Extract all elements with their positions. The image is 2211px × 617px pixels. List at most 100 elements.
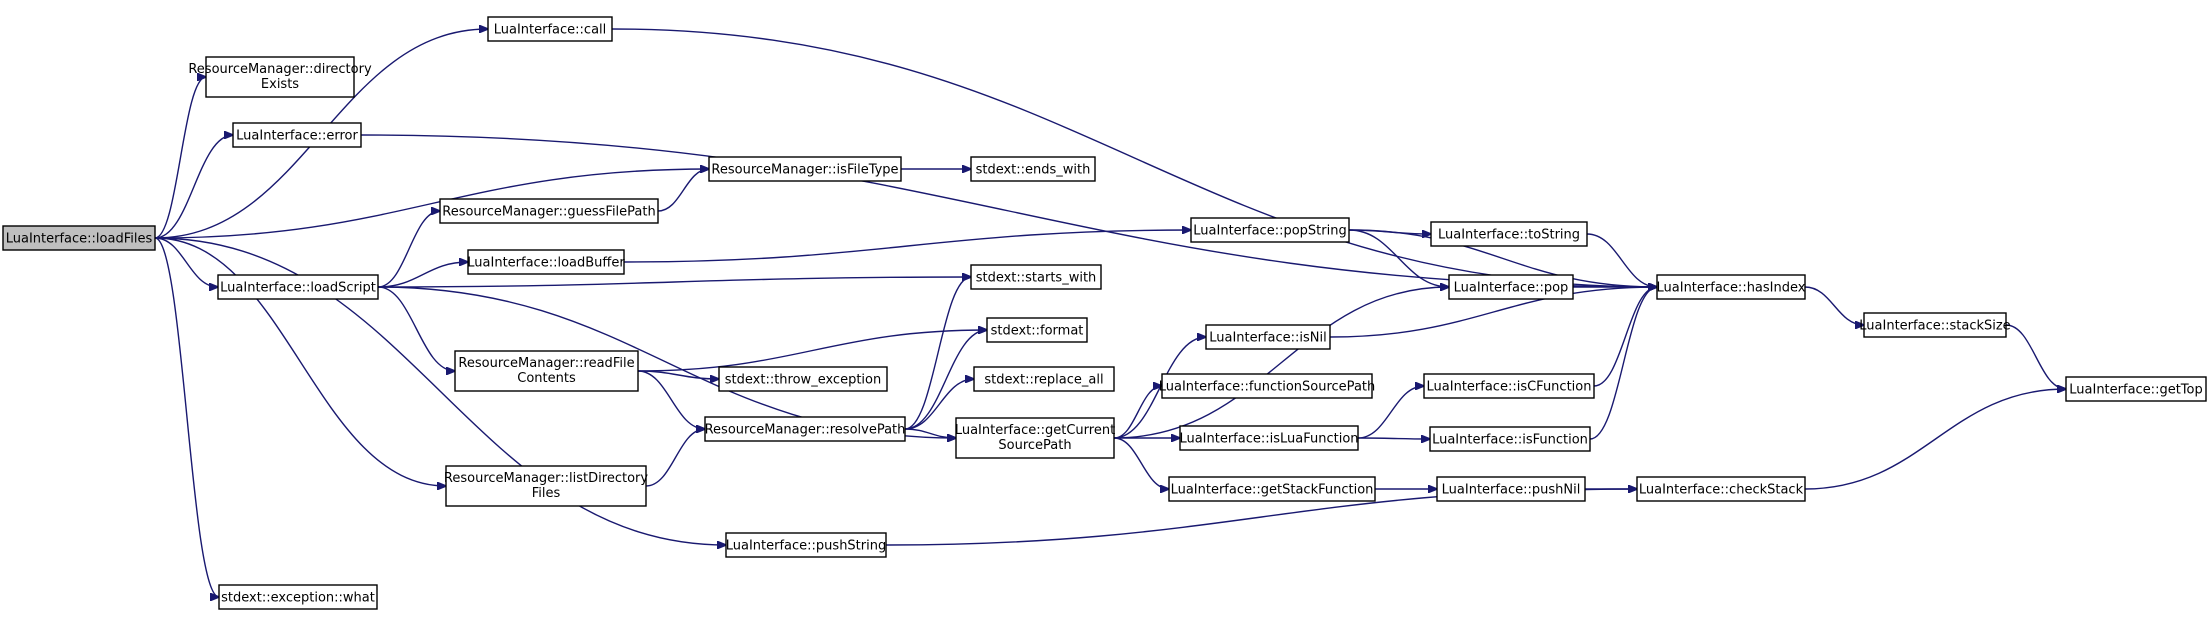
node-label-funcSourcePath-0: LuaInterface::functionSourcePath [1159,380,1376,395]
node-isLuaFunction[interactable]: LuaInterface::isLuaFunction [1179,425,1359,451]
node-call[interactable]: LuaInterface::call [487,16,613,42]
node-label-readFile-0: ResourceManager::readFile [458,356,634,371]
node-box-format [986,317,1088,343]
node-label-toString-0: LuaInterface::toString [1438,228,1580,243]
node-label-format-0: stdext::format [991,324,1084,339]
node-label-loadFiles-0: LuaInterface::loadFiles [6,232,153,247]
node-guessFilePath[interactable]: ResourceManager::guessFilePath [439,198,659,224]
node-label-isFileType-0: ResourceManager::isFileType [711,163,898,178]
node-replaceAll[interactable]: stdext::replace_all [973,366,1115,392]
node-label-guessFilePath-0: ResourceManager::guessFilePath [442,205,655,220]
node-box-loadScript [217,274,379,300]
node-box-isFunction [1429,426,1591,452]
node-pushNil[interactable]: LuaInterface::pushNil [1436,476,1586,502]
node-box-throwException [718,366,888,392]
node-isFunction[interactable]: LuaInterface::isFunction [1429,426,1591,452]
node-stackSize[interactable]: LuaInterface::stackSize [1859,312,2011,338]
edge-isFunction-to-hasIndex [1589,287,1657,440]
node-box-readFile [454,350,639,392]
edge-popString-to-hasIndex [1348,229,1657,287]
node-box-endsWith [970,156,1096,182]
node-label-hasIndex-0: LuaInterface::hasIndex [1657,281,1806,296]
node-resolvePath[interactable]: ResourceManager::resolvePath [704,416,906,442]
node-box-loadFiles [2,225,156,251]
node-popString[interactable]: LuaInterface::popString [1190,217,1350,243]
node-label-throwException-0: stdext::throw_exception [725,373,881,388]
node-exceptionWhat[interactable]: stdext::exception::what [218,584,378,610]
node-funcSourcePath[interactable]: LuaInterface::functionSourcePath [1159,373,1376,399]
edge-getCurrentSourcePath-to-getStackFunction [1113,437,1169,489]
node-label-getTop-0: LuaInterface::getTop [2069,383,2202,398]
edge-resolvePath-to-getCurrentSourcePath [904,428,956,438]
edge-isCFunction-to-hasIndex [1593,287,1657,387]
edge-loadBuffer-to-popString [623,230,1191,263]
edge-layer [154,28,2066,597]
node-box-checkStack [1636,476,1806,502]
node-box-replaceAll [973,366,1115,392]
edge-loadScript-to-readFile [377,286,455,371]
edge-popString-to-pop [1348,229,1449,287]
node-label-stackSize-0: LuaInterface::stackSize [1859,319,2010,334]
node-label-endsWith-0: stdext::ends_with [976,163,1091,178]
node-box-getStackFunction [1168,476,1376,502]
node-label-listDirFiles-0: ResourceManager::listDirectory [444,471,648,486]
edge-getCurrentSourcePath-to-pop [1113,287,1449,439]
node-box-getTop [2065,376,2207,402]
node-label-isCFunction-0: LuaInterface::isCFunction [1427,380,1592,395]
node-loadBuffer[interactable]: LuaInterface::loadBuffer [467,249,625,275]
node-pop[interactable]: LuaInterface::pop [1448,274,1574,300]
node-label-loadBuffer-0: LuaInterface::loadBuffer [467,256,625,271]
node-label-readFile-1: Contents [517,371,576,386]
node-isNil[interactable]: LuaInterface::isNil [1205,324,1331,350]
node-label-error-0: LuaInterface::error [236,129,358,144]
node-label-dirExists-1: Exists [261,77,299,92]
node-label-pop-0: LuaInterface::pop [1454,281,1569,296]
node-isFileType[interactable]: ResourceManager::isFileType [708,156,902,182]
node-label-startsWith-0: stdext::starts_with [976,271,1097,286]
node-box-pop [1448,274,1574,300]
edge-loadFiles-to-listDirFiles [154,237,446,486]
node-label-listDirFiles-1: Files [532,486,561,501]
node-getTop[interactable]: LuaInterface::getTop [2065,376,2207,402]
node-box-isCFunction [1423,373,1595,399]
node-box-popString [1190,217,1350,243]
node-endsWith[interactable]: stdext::ends_with [970,156,1096,182]
node-box-toString [1430,221,1588,247]
node-label-getCurrentSourcePath-1: SourcePath [998,438,1071,453]
edge-loadScript-to-guessFilePath [377,211,440,288]
edge-call-to-hasIndex [611,28,1657,287]
node-label-getCurrentSourcePath-0: LuaInterface::getCurrent [955,423,1115,438]
node-format[interactable]: stdext::format [986,317,1088,343]
edge-readFile-to-resolvePath [637,370,705,429]
node-throwException[interactable]: stdext::throw_exception [718,366,888,392]
edge-loadFiles-to-exceptionWhat [154,237,219,597]
node-box-exceptionWhat [218,584,378,610]
node-checkStack[interactable]: LuaInterface::checkStack [1636,476,1806,502]
edge-loadScript-to-loadBuffer [377,262,468,288]
node-loadFiles[interactable]: LuaInterface::loadFiles [2,225,156,251]
node-label-replaceAll-0: stdext::replace_all [984,373,1103,388]
node-hasIndex[interactable]: LuaInterface::hasIndex [1656,274,1806,300]
edge-loadScript-to-startsWith [377,277,971,288]
node-error[interactable]: LuaInterface::error [232,122,362,148]
node-box-funcSourcePath [1161,373,1373,399]
node-startsWith[interactable]: stdext::starts_with [970,264,1102,290]
node-pushString[interactable]: LuaInterface::pushString [725,532,887,558]
node-box-isNil [1205,324,1331,350]
node-label-isFunction-0: LuaInterface::isFunction [1432,433,1588,448]
node-box-error [232,122,362,148]
node-box-isFileType [708,156,902,182]
node-getStackFunction[interactable]: LuaInterface::getStackFunction [1168,476,1376,502]
edge-loadFiles-to-isFileType [154,169,709,239]
node-toString[interactable]: LuaInterface::toString [1430,221,1588,247]
edge-loadFiles-to-error [154,135,233,239]
node-isCFunction[interactable]: LuaInterface::isCFunction [1423,373,1595,399]
node-loadScript[interactable]: LuaInterface::loadScript [217,274,379,300]
edge-isLuaFunction-to-isFunction [1357,438,1430,439]
edge-getCurrentSourcePath-to-funcSourcePath [1113,386,1162,439]
